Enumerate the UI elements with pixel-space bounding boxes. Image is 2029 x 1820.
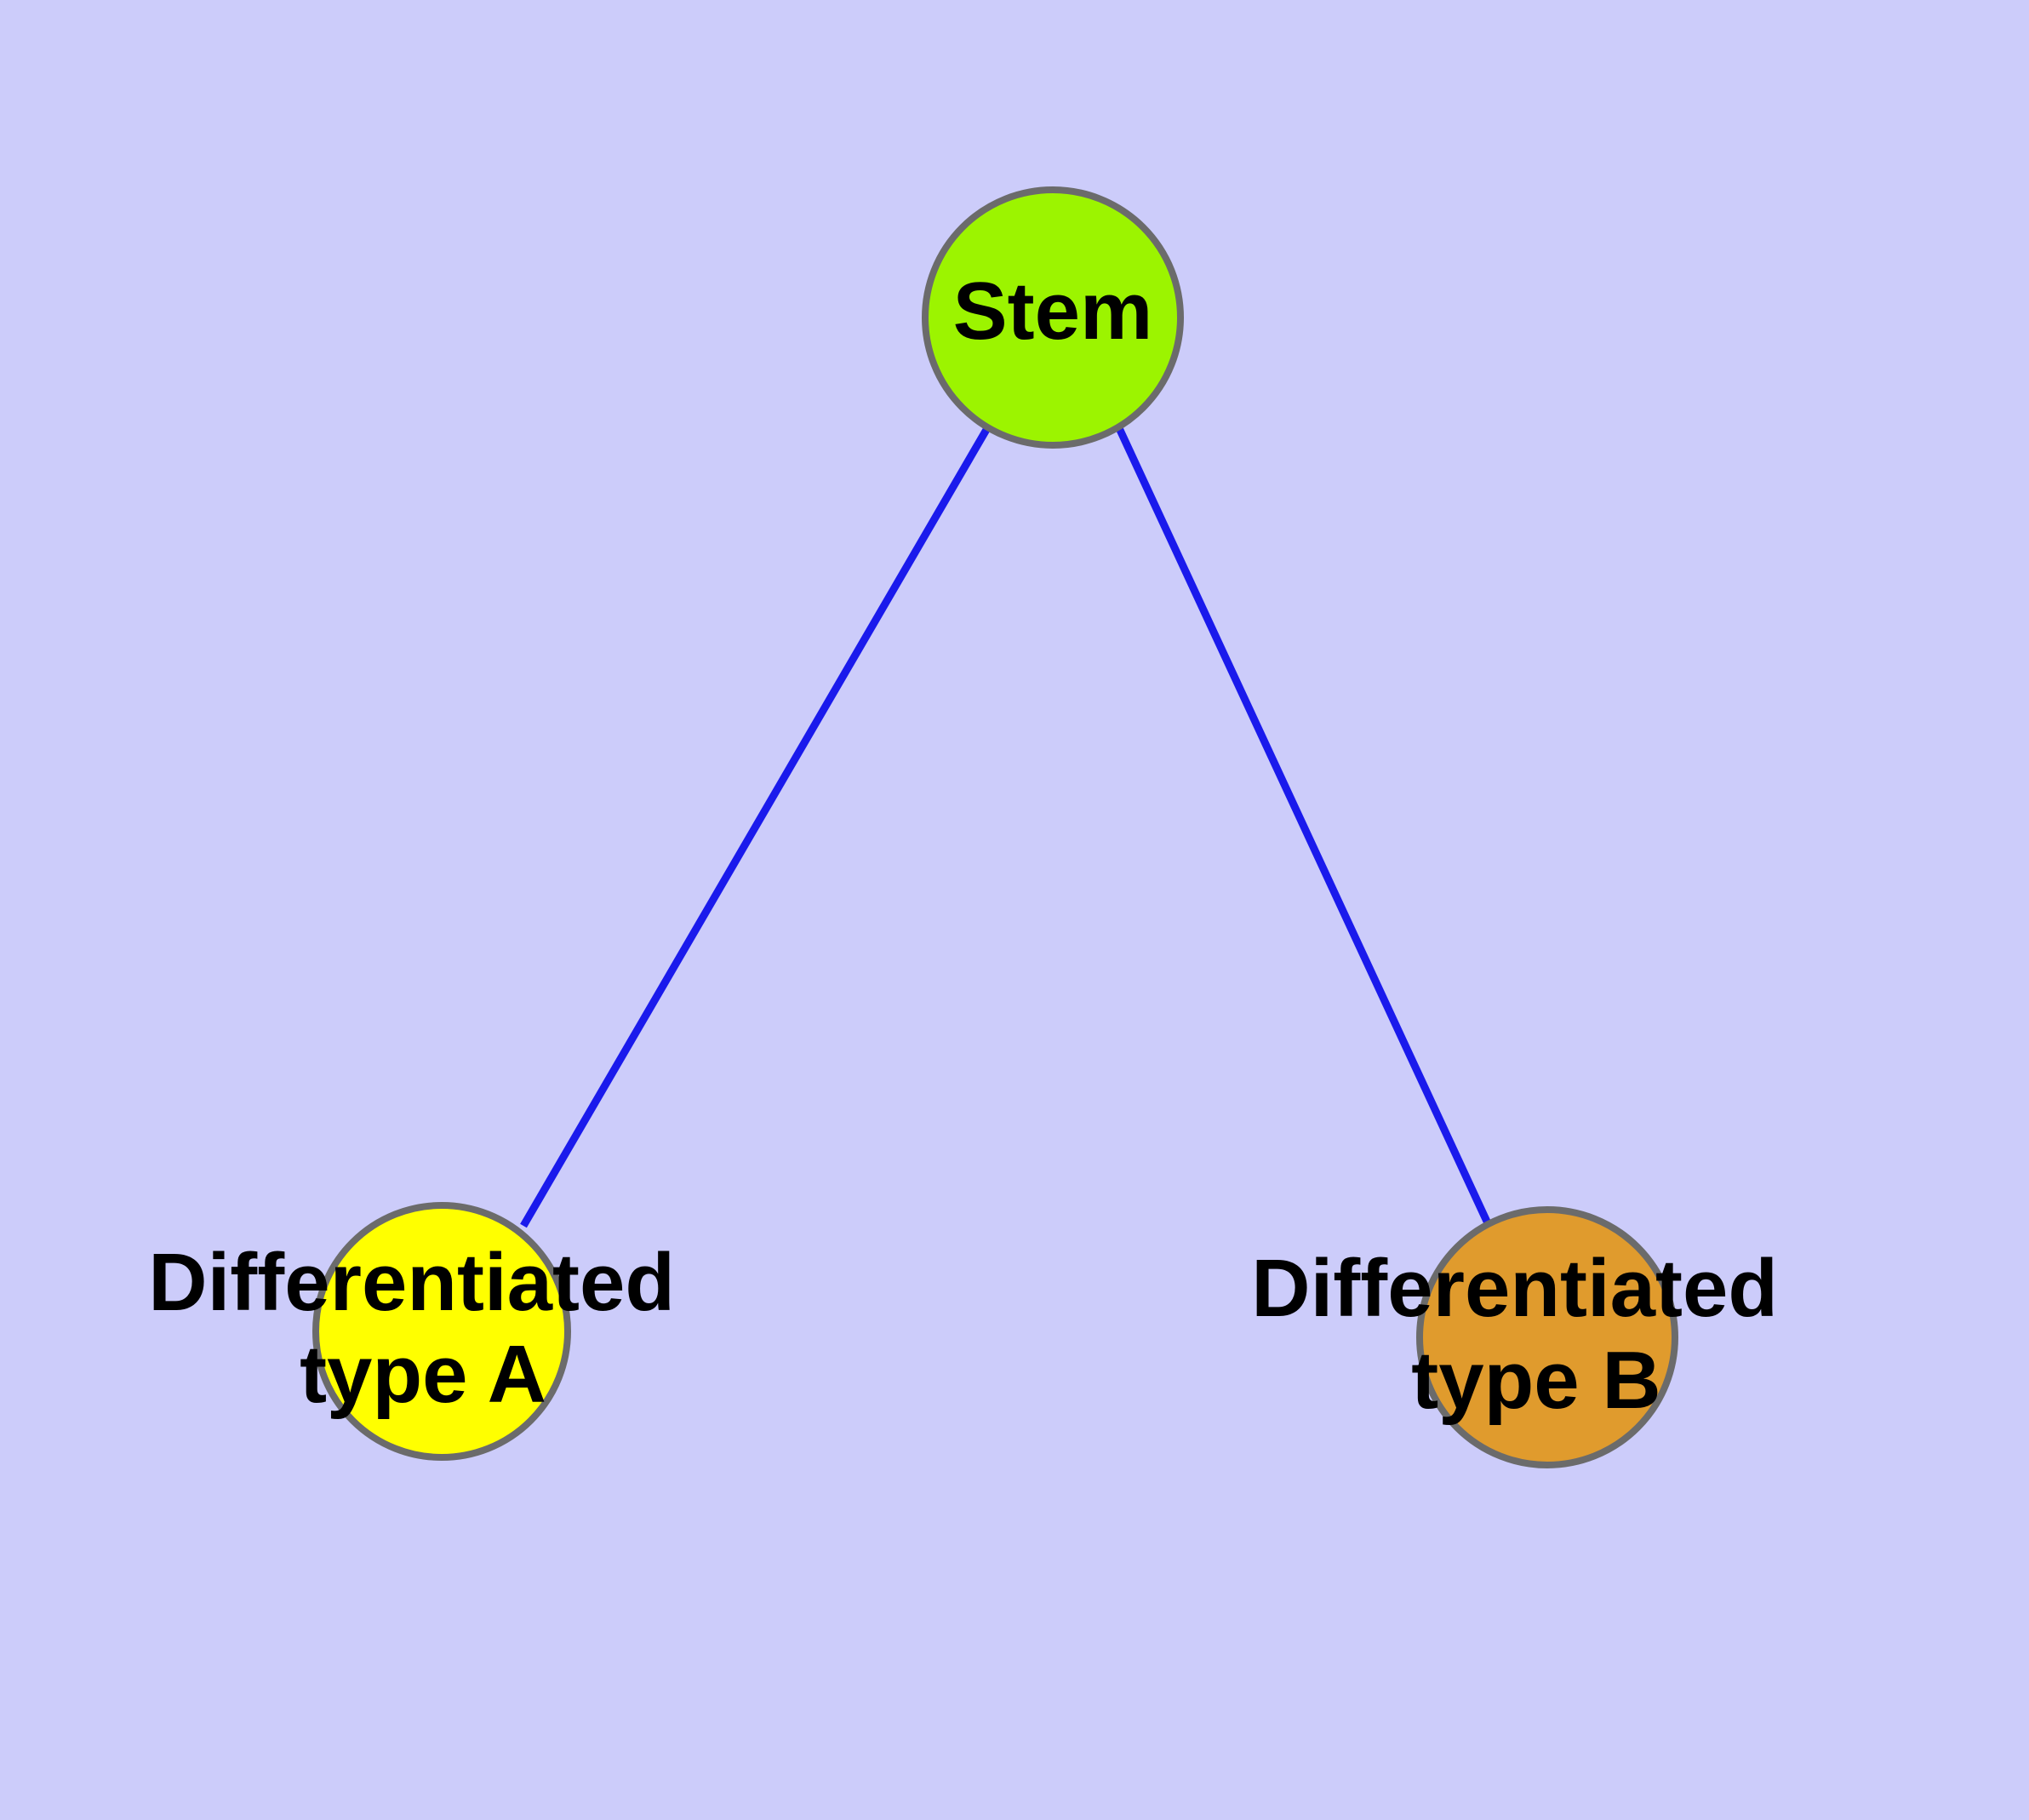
- node-stem-label-line-1: Stem: [953, 266, 1153, 357]
- node-diff-b-label-line-1: Differentiated: [1251, 1243, 1778, 1334]
- edge-stem-to-diff-a[interactable]: [520, 426, 991, 1228]
- node-stem-label: Stem: [953, 266, 1153, 357]
- node-diff-b-label: Differentiated type B: [1251, 1243, 1800, 1426]
- node-diff-b[interactable]: Differentiated type B: [1251, 1206, 1800, 1468]
- node-diff-b-circle[interactable]: [1416, 1206, 1678, 1468]
- node-stem-circle[interactable]: [922, 186, 1184, 449]
- edge-layer: [520, 426, 1492, 1228]
- node-diff-a-label-line-2: type A: [300, 1329, 546, 1420]
- node-diff-a[interactable]: Differentiated type A: [148, 1202, 697, 1461]
- node-layer: Stem Differentiated type A Differentiate…: [148, 186, 1800, 1468]
- node-diff-a-label-line-1: Differentiated: [148, 1237, 675, 1328]
- edge-stem-to-diff-b[interactable]: [1115, 426, 1492, 1225]
- node-diff-b-label-line-2: type B: [1411, 1335, 1660, 1426]
- node-stem[interactable]: Stem: [922, 186, 1184, 449]
- node-diff-a-label: Differentiated type A: [148, 1237, 697, 1420]
- node-diff-a-circle[interactable]: [312, 1202, 571, 1461]
